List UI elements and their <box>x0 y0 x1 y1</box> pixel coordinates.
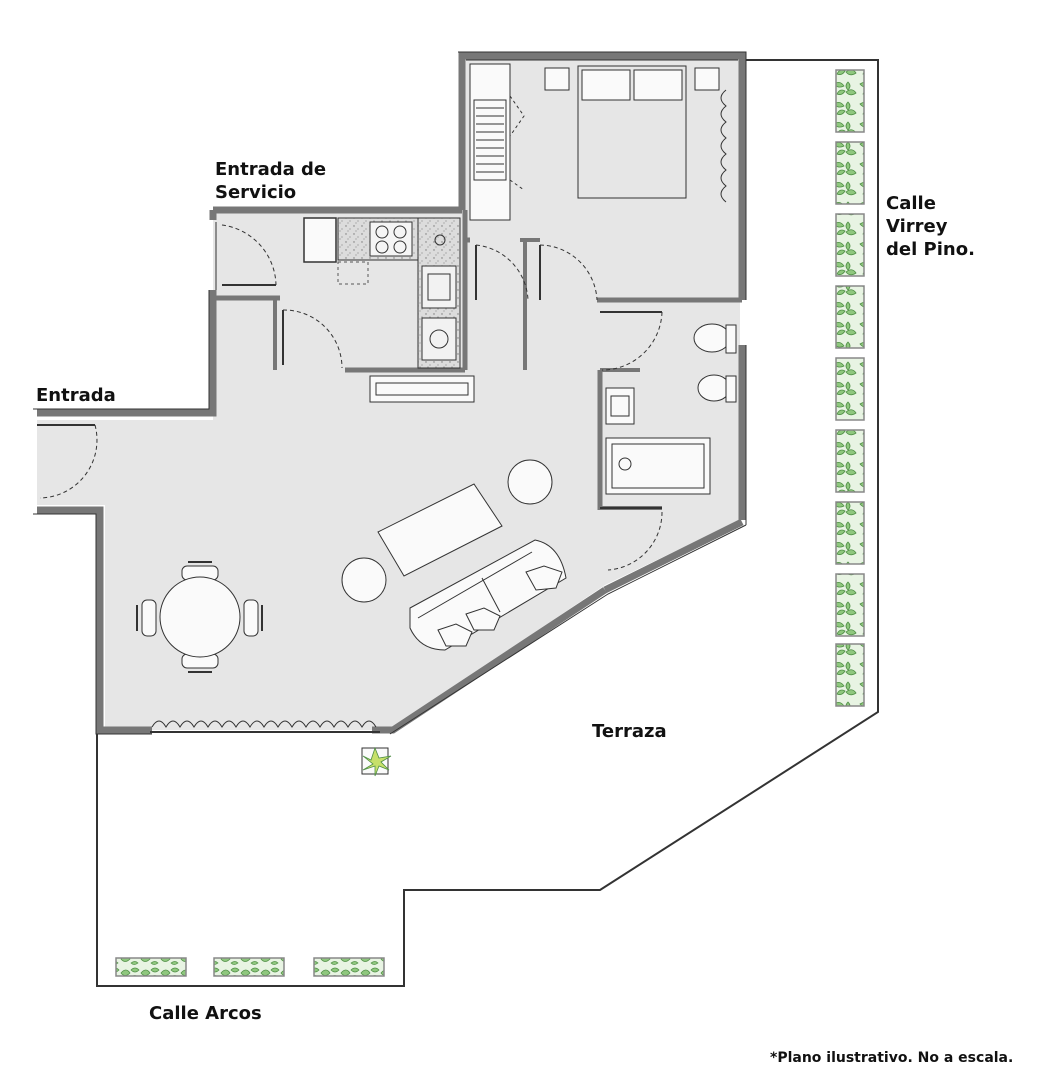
street-south-label: Calle Arcos <box>149 1003 262 1024</box>
service-entrance-line1: Entrada de <box>215 159 327 180</box>
plant-pot <box>361 746 392 777</box>
street-east-line3: del Pino. <box>886 239 975 260</box>
bed <box>544 65 720 199</box>
windows <box>150 89 727 733</box>
terrace-outline <box>96 59 879 987</box>
wall-outlines <box>33 51 747 735</box>
disclaimer-note: *Plano ilustrativo. No a escala. <box>770 1050 1014 1066</box>
entrance-door <box>37 424 98 499</box>
street-east-line1: Calle <box>886 193 936 214</box>
street-east-line2: Virrey <box>886 216 948 237</box>
east-planters <box>835 69 865 707</box>
bathroom <box>600 311 737 571</box>
entrance-label: Entrada <box>36 385 116 406</box>
living-furniture <box>341 459 567 651</box>
kitchen-counter <box>303 217 461 369</box>
walls <box>37 52 746 734</box>
sideboard <box>369 375 475 403</box>
kitchen-door <box>282 309 343 369</box>
service-door <box>215 222 277 290</box>
south-planters <box>115 957 385 977</box>
dining-table <box>136 561 263 673</box>
street-east-label: Calle Virrey del Pino. <box>886 192 975 261</box>
service-entrance-label: Entrada de Servicio <box>215 158 326 204</box>
terrace-label: Terraza <box>592 721 667 742</box>
bedroom-doors <box>475 244 598 301</box>
closet <box>469 63 525 221</box>
service-entrance-line2: Servicio <box>215 182 297 203</box>
